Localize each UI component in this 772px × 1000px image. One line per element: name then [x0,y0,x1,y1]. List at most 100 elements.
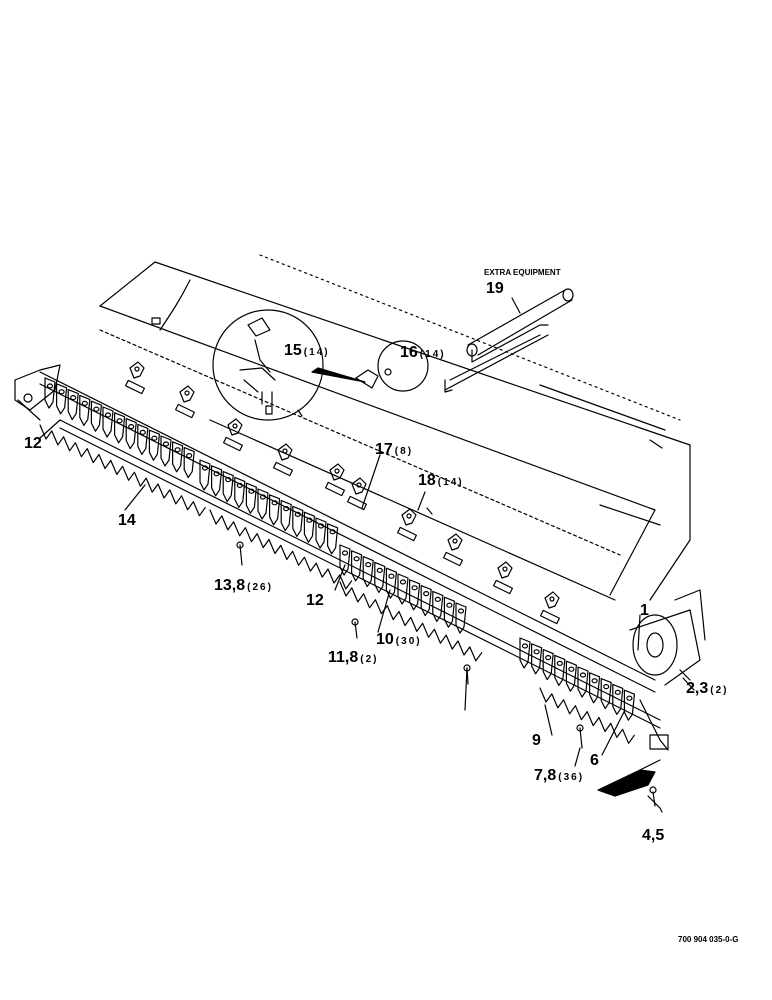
guard-hole [533,649,540,655]
guard-hole [317,523,325,529]
guard-hole [248,488,255,494]
guard-hole [174,447,181,453]
guard [91,401,101,431]
callout-14: 14 [118,513,136,529]
knife-section-row [540,688,634,743]
guard-hole [116,418,123,424]
guard [578,667,588,697]
guard [328,524,338,554]
guard-hole [70,395,77,401]
callout-label: 6 [590,752,599,769]
hold-down-clip [278,444,292,460]
guard-hole [591,678,598,684]
guard [149,430,159,460]
guard-hole [128,424,135,430]
hold-down-clip [330,464,344,480]
clip-bolt-hole [135,367,139,371]
guard [246,483,256,513]
guard [624,690,634,720]
callout-1: 1 [640,603,649,619]
callout-label: 16 [400,344,418,361]
guard-hole [376,567,383,574]
guard [173,442,183,472]
guard [80,395,90,425]
callout-12-left: 12 [24,436,42,452]
wear-plate [326,482,345,495]
guard [103,407,113,437]
guard-hole [579,672,587,678]
wear-plate [541,610,560,623]
guard-hole [603,683,610,690]
guard [316,518,326,548]
clip-bolt-hole [233,424,237,428]
callout-label: 2,3 [686,680,709,697]
callout-qty: (14) [303,347,330,358]
callout-9: 9 [532,733,541,749]
right-drive-assembly [630,590,705,750]
guard [444,597,454,627]
hold-down-clip [130,362,144,378]
callout-label: 17 [375,441,393,458]
wear-plate [126,380,145,393]
wear-plate [224,437,243,450]
callout-18: 18(14) [418,473,464,489]
guard-hole [353,556,360,562]
guard-hole [306,517,313,523]
detail-circle-15 [213,310,365,420]
guard-hole [365,561,372,568]
hold-down-clip [402,509,416,525]
guard-hole [341,550,349,556]
callout-label: 1 [640,602,649,619]
guard [304,512,314,542]
knife-section-rows [40,425,634,743]
callout-label: 11,8 [328,649,359,666]
hold-down-clip [448,534,462,550]
guard [421,586,431,616]
left-end-bracket [15,365,60,420]
callout-label: 10 [376,631,394,648]
guard-hole [46,383,54,389]
guard [543,650,553,680]
guard [223,472,233,502]
guard-hole [151,435,158,441]
hold-down-clip [180,386,194,402]
callout-label: 7,8 [534,767,557,784]
callout-qty: (8) [394,446,414,457]
callout-qty: (2) [360,654,379,665]
guard [45,378,55,408]
guard [601,679,611,709]
bolt-fasteners [237,508,656,806]
header-frame [100,255,690,600]
callout-7-8: 7,8(36) [534,768,584,784]
callout-16: 16(14) [400,345,446,361]
guard [270,495,280,525]
callout-17: 17(8) [375,442,413,458]
guard [126,419,136,449]
guard [520,638,530,668]
guard [340,545,350,575]
guard-hole [104,412,112,418]
guard [398,574,408,604]
guard-row [45,378,634,720]
callout-12-middle: 12 [306,593,324,609]
wear-plate [494,580,513,593]
guard [456,603,466,633]
callout-15: 15(14) [284,343,330,359]
wear-plate [176,404,195,417]
guard [532,644,542,674]
callout-19: 19 [486,281,504,297]
guard-hole [423,590,430,597]
guard [410,580,420,610]
guard-hole [139,429,146,435]
guard [613,684,623,714]
guard [235,477,245,507]
hold-down-clips [126,362,560,624]
callout-10: 10(30) [376,632,422,648]
clip-bolt-hole [335,469,339,473]
callout-label: 19 [486,280,504,297]
wear-plate [274,462,293,475]
clip-bolt-hole [407,514,411,518]
drawing-number: 700 904 035-0-G [678,935,739,944]
